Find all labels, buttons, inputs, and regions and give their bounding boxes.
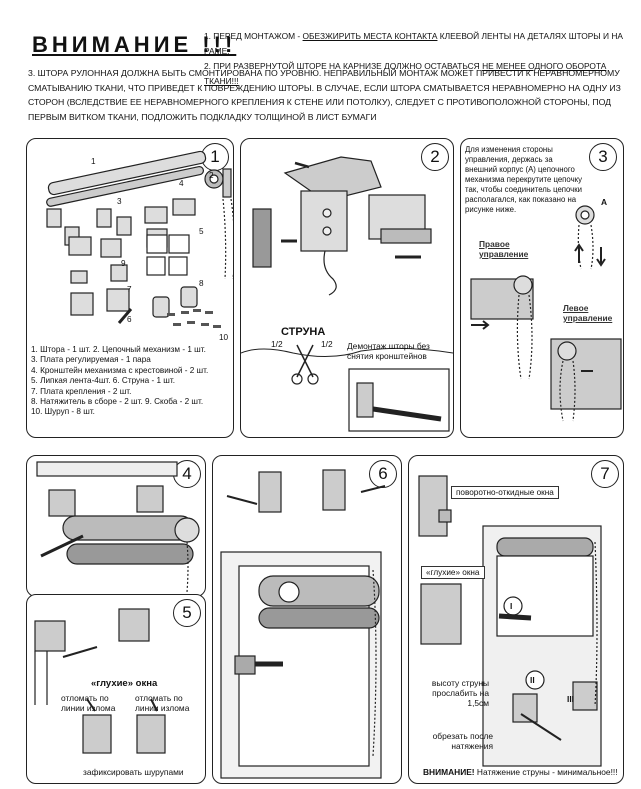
mechanism-illustration	[241, 156, 453, 432]
blind-window-illustration	[34, 608, 166, 754]
parts-line: 10. Шуруп - 8 шт.	[31, 407, 95, 417]
callout-7: 7	[127, 285, 132, 294]
break-left-note: отломать по линии излома	[61, 693, 116, 713]
note-2: 2. ПРИ РАЗВЕРНУТОЙ ШТОРЕ НА КАРНИЗЕ ДОЛЖ…	[204, 59, 634, 89]
note-1-end: КЛЕЕВОЙ ЛЕНТЫ НА ДЕТАЛЯХ ШТОРЫ И НА РАМЕ…	[204, 31, 624, 56]
intro-text: 3. ШТОРА РУЛОННАЯ ДОЛЖНА БЫТЬ СМОНТИРОВА…	[28, 68, 621, 122]
roman-1: I	[510, 601, 513, 611]
callout-5: 5	[199, 227, 204, 236]
step-number-5: 5	[173, 599, 201, 627]
header-notes: 1. ПЕРЕД МОНТАЖОМ - ОБЕЗЖИРИТЬ МЕСТА КОН…	[204, 29, 634, 89]
cut-after-tension-note: обрезать после натяжения	[432, 731, 493, 751]
callout-8: 8	[199, 279, 204, 288]
string-tension-illustration	[418, 475, 602, 767]
panel-1-parts: 1	[26, 138, 234, 438]
callout-4: 4	[179, 179, 184, 188]
note-2-start: 2. ПРИ РАЗВЕРНУТОЙ ШТОРЕ НА КАРНИЗЕ ДОЛЖ…	[204, 61, 483, 71]
roman-3: III	[567, 694, 574, 704]
install-illustration	[36, 461, 200, 593]
note-1: 1. ПЕРЕД МОНТАЖОМ - ОБЕЗЖИРИТЬ МЕСТА КОН…	[204, 29, 634, 59]
roman-2: II	[530, 675, 535, 685]
letter-a: A	[601, 197, 608, 207]
control-side-illustration	[470, 205, 622, 422]
callout-10: 10	[219, 333, 229, 342]
parts-list: 1. Штора - 1 шт. 2. Цепочный механизм - …	[31, 345, 233, 418]
warning-text: Натяжение струны - минимальное!!!	[474, 767, 618, 777]
callout-1: 1	[91, 157, 96, 166]
string-height-note: высоту струны прослабить на 1,5см	[431, 678, 489, 708]
parts-line: 8. Натяжитель в сборе - 2 шт. 9. Скоба -…	[31, 397, 204, 407]
struna-label: СТРУНА	[281, 326, 326, 338]
left-control-label: Левое управление	[563, 303, 613, 323]
control-side-instructions: Для изменения стороны управления, держас…	[465, 145, 583, 214]
note-2-emph: НЕ МЕНЕЕ ОДНОГО ОБОРОТА ТКАНИ!!!	[204, 61, 607, 86]
demount-note: Демонтаж шторы без снятия кронштейнов	[347, 341, 430, 361]
panel-2-mechanism: 2 СТРУНА 1/2 1/2 Демонтаж шторы без снят…	[240, 138, 454, 438]
parts-line: 1. Штора - 1 шт. 2. Цепочный механизм - …	[31, 345, 206, 354]
panel-6-tilt-window: 6	[212, 455, 402, 784]
callout-3: 3	[117, 197, 122, 206]
warning-word: ВНИМАНИЕ!	[423, 767, 475, 777]
callout-6: 6	[127, 315, 132, 324]
half-right: 1/2	[321, 339, 333, 349]
parts-line: 5. Липкая лента-4шт. 6. Струна - 1 шт.	[31, 376, 175, 386]
parts-illustration	[46, 150, 233, 328]
half-left: 1/2	[271, 339, 283, 349]
note-1-start: 1. ПЕРЕД МОНТАЖОМ -	[204, 31, 303, 41]
panel-4-install: 4	[26, 455, 206, 597]
tension-warning: ВНИМАНИЕ! Натяжение струны - минимальное…	[423, 767, 619, 777]
note-1-emph: ОБЕЗЖИРИТЬ МЕСТА КОНТАКТА	[302, 31, 438, 41]
parts-line: 7. Плата крепления - 2 шт.	[31, 386, 132, 396]
tilt-window-illustration	[220, 469, 386, 779]
step-number-7: 7	[591, 460, 619, 488]
callout-2: 2	[209, 171, 214, 180]
panel-3-control-side: 3 Для изменения стороны управления, держ…	[460, 138, 624, 438]
blind-windows-title: «глухие» окна	[91, 678, 158, 689]
blind-windows-label: «глухие» окна	[421, 566, 485, 579]
fix-screws-note: зафиксировать шурупами	[83, 767, 184, 777]
panel-5-blind-windows: 5 «глухие» окна отломать по линии излома…	[26, 594, 206, 784]
step-number-3: 3	[589, 143, 617, 171]
break-right-note: отломать по линии излома	[135, 693, 190, 713]
warning-title: ВНИМАНИЕ !!!	[32, 32, 237, 57]
parts-line: 3. Плата регулируемая - 1 пара	[31, 355, 151, 365]
tilt-windows-label: поворотно-откидные окна	[451, 486, 559, 499]
right-control-label: Правое управление	[479, 239, 529, 259]
step-number-2: 2	[421, 143, 449, 171]
parts-line: 4. Кронштейн механизма с крестовиной - 2…	[31, 365, 209, 375]
callout-9: 9	[121, 259, 126, 268]
panel-7-string-tension: 7 поворотно-откидные окна «глухие» окна …	[408, 455, 624, 784]
